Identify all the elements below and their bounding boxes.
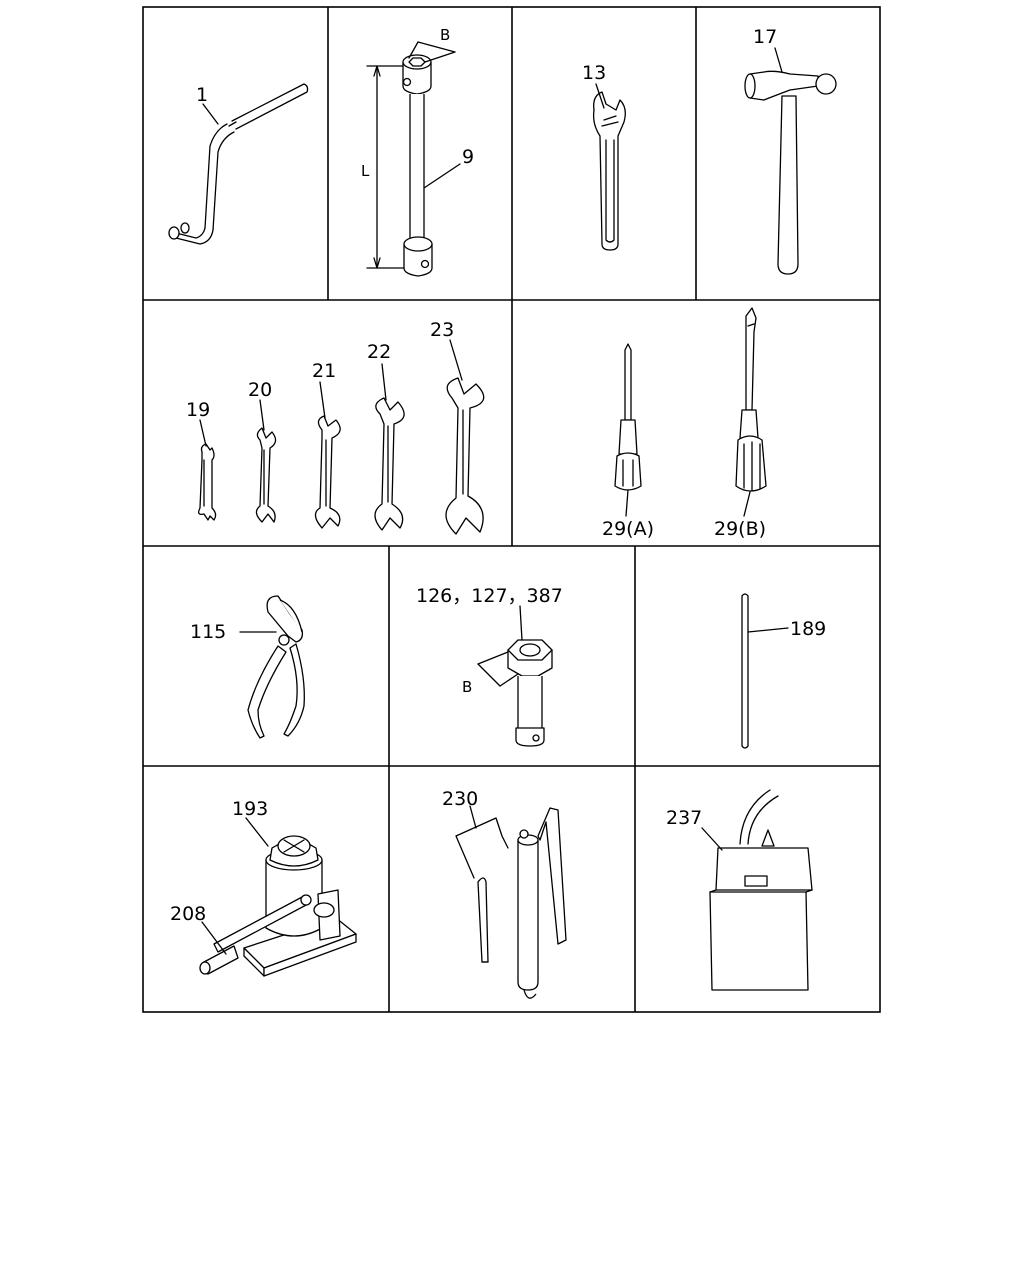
spanner-set-drawing [198, 339, 485, 535]
socket-dim-b: B [462, 678, 472, 696]
tool-bag-drawing [701, 789, 813, 991]
label-socket-tool: 126，127，387 [416, 585, 563, 607]
screwdriver-a-drawing [614, 343, 642, 517]
label-adjustable-wrench: 13 [582, 62, 606, 84]
label-crank-handle: 1 [196, 84, 208, 106]
label-rod: 189 [790, 618, 826, 640]
grease-gun-drawing [455, 805, 567, 999]
adjustable-wrench-drawing [592, 83, 626, 251]
jack-drawing [199, 817, 357, 977]
label-spanner-23: 23 [430, 319, 454, 341]
socket-tool-drawing [477, 605, 553, 747]
label-tool-bag: 237 [666, 807, 702, 829]
label-screwdriver-a: 29(A) [602, 518, 654, 540]
screwdriver-b-drawing [735, 307, 767, 517]
label-screwdriver-b: 29(B) [714, 518, 766, 540]
label-hammer: 17 [753, 26, 777, 48]
pliers-drawing [239, 595, 305, 739]
rod-drawing [741, 593, 789, 749]
box-wrench-dim-l: L [361, 162, 370, 180]
crank-handle-drawing [168, 83, 309, 245]
label-jack: 193 [232, 798, 268, 820]
label-jack-handle: 208 [170, 903, 206, 925]
hammer-drawing [744, 47, 837, 275]
label-spanner-21: 21 [312, 360, 336, 382]
label-grease-gun: 230 [442, 788, 478, 810]
label-box-wrench: 9 [462, 146, 474, 168]
label-spanner-20: 20 [248, 379, 272, 401]
label-pliers: 115 [190, 621, 226, 643]
label-spanner-19: 19 [186, 399, 210, 421]
label-spanner-22: 22 [367, 341, 391, 363]
grid-frame [142, 6, 881, 1013]
box-wrench-drawing [366, 41, 461, 277]
box-wrench-dim-b: B [440, 26, 450, 44]
